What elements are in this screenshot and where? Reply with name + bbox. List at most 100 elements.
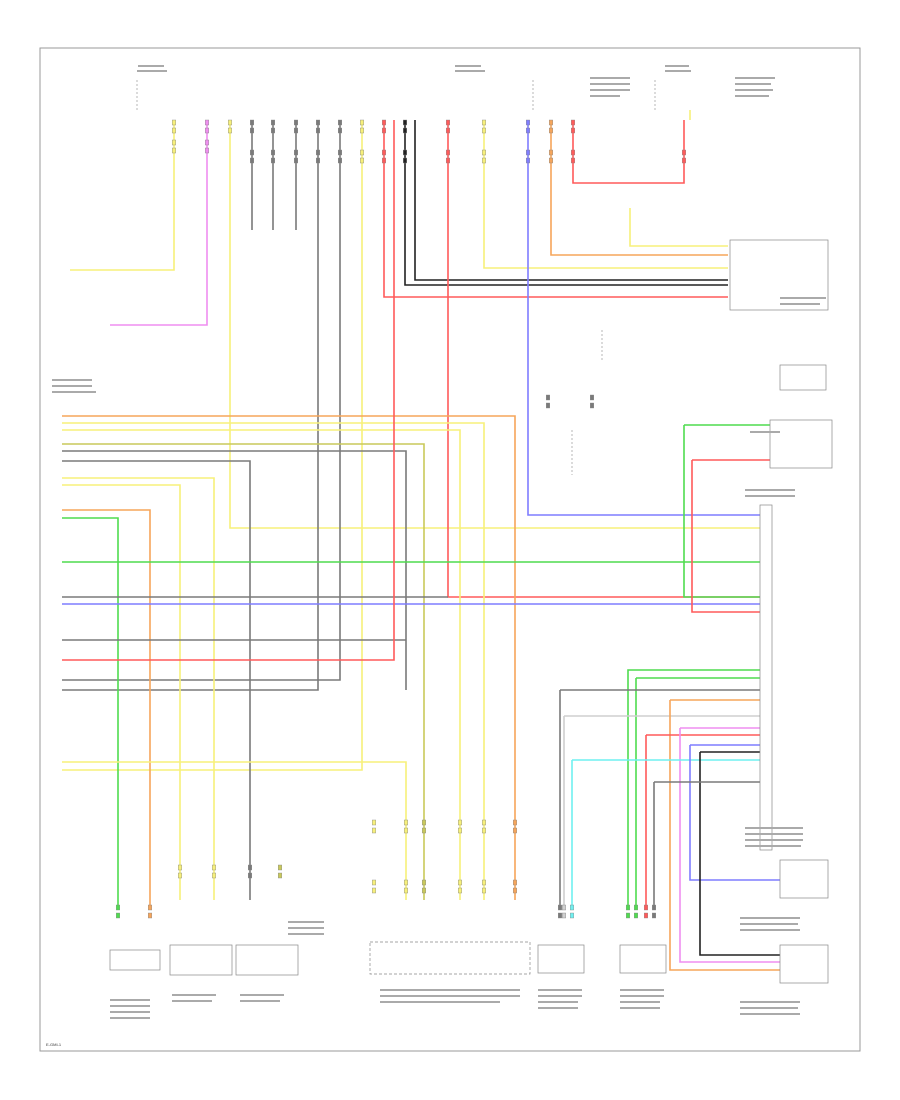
connector-bottom-4: [247, 864, 252, 879]
wire-pink-left-feed: [110, 120, 208, 326]
connector-bottom-0: [115, 904, 120, 919]
connector-top-gray-3: [294, 119, 299, 134]
wire-red-top-loop: [572, 120, 685, 184]
connector-top-blue: [526, 119, 531, 134]
wire-yellow-h-1: [62, 422, 485, 900]
wire-red-mid: [62, 120, 395, 661]
connector-mid-16: [571, 149, 576, 164]
connector-group: [115, 119, 687, 919]
passenger-switch-box: [729, 239, 829, 311]
connector-bottom-5: [278, 864, 283, 879]
connector-mid-2: [171, 139, 176, 154]
connector-mid-9: [360, 149, 365, 164]
connector-bottom-8: [422, 819, 427, 834]
connector-mid-3: [204, 139, 209, 154]
wire-yellow-h-3: [62, 477, 215, 900]
connector-bottom-9: [458, 819, 463, 834]
wire-gray-long-2: [62, 120, 341, 681]
wire-yellow-lower: [62, 761, 407, 900]
seat-track-sensor-box: [779, 364, 827, 391]
connector-mid-12: [446, 149, 451, 164]
wire-yellow-fuse-right: [629, 208, 728, 247]
left-rear-sensor-box: [537, 944, 585, 974]
connector-bottom-12: [372, 879, 377, 894]
connector-bottom-6: [372, 819, 377, 834]
component-boxes: [109, 80, 833, 984]
wire-yellow-long: [229, 120, 760, 529]
wire-orange-h-2: [62, 509, 151, 905]
wire-blue-lower-v: [689, 745, 780, 881]
connector-mid-8: [338, 149, 343, 164]
wire-orange-lower-v: [669, 700, 780, 971]
right-front-sensor-box: [779, 859, 829, 899]
connector-bottom-7: [404, 819, 409, 834]
main-control-unit-connector: [759, 504, 773, 851]
wire-green-lower-1: [627, 669, 760, 905]
connector-bottom-19: [562, 904, 567, 919]
wire-red-right-loop: [691, 460, 760, 613]
connector-top-yellow-3: [360, 119, 365, 134]
connector-top-gray-1: [249, 119, 254, 134]
connector-top-yellow: [171, 119, 176, 134]
passenger-seat-box: [369, 941, 531, 975]
connector-top-black-1: [403, 119, 408, 134]
connector-top-orange: [549, 119, 554, 134]
connector-bottom-17: [513, 879, 518, 894]
left-sensor-box: [109, 949, 161, 971]
connector-mid-4: [249, 149, 254, 164]
connector-top-gray-2: [271, 119, 276, 134]
wire-yellow-left-feed: [70, 120, 175, 271]
diagram-border: [39, 47, 861, 1052]
connector-top-gray-4: [316, 119, 321, 134]
connector-mid-11: [403, 149, 408, 164]
wire-red-long: [447, 120, 760, 598]
wire-blue-long: [527, 120, 760, 516]
wire-yellow-h-2: [62, 429, 461, 900]
buckle-sw-box-2: [235, 944, 299, 976]
wire-black-lower-v: [699, 752, 780, 956]
wire-green-h-left: [62, 517, 119, 905]
connector-bottom-11: [513, 819, 518, 834]
wire-yellow-long-2: [62, 120, 363, 771]
connector-bottom-22: [634, 904, 639, 919]
connector-top-yellow-4: [482, 119, 487, 134]
wire-green-right-loop: [683, 425, 760, 598]
connector-bottom-1: [147, 904, 152, 919]
connector-mid-5: [271, 149, 276, 164]
connector-bottom-2: [177, 864, 182, 879]
connector-mid-10: [382, 149, 387, 164]
connector-mid-1: [590, 394, 595, 409]
left-front-sensor-box: [619, 944, 667, 974]
footer-code: E-GMI-1: [46, 1042, 62, 1047]
connector-bottom-15: [458, 879, 463, 894]
wire-group: [62, 110, 780, 971]
wire-gray-h-1: [62, 450, 407, 690]
connector-bottom-24: [652, 904, 657, 919]
buckle-sw-box-1: [169, 944, 233, 976]
connector-top-pink: [204, 119, 209, 134]
antenna-box: [769, 419, 833, 469]
connector-top-yellow-2: [227, 119, 232, 134]
connector-bottom-14: [422, 879, 427, 894]
wire-yellow-h-4: [62, 484, 181, 900]
connector-mid-17: [682, 149, 687, 164]
wire-olive-h: [62, 443, 425, 900]
wire-gray-h-2: [62, 460, 251, 900]
connector-top-gray-5: [338, 119, 343, 134]
connector-mid-0: [546, 394, 551, 409]
connector-bottom-3: [211, 864, 216, 879]
wire-black-2: [414, 120, 728, 281]
connector-bottom-16: [482, 879, 487, 894]
connector-bottom-23: [644, 904, 649, 919]
connector-top-red-1: [382, 119, 387, 134]
connector-mid-15: [549, 149, 554, 164]
connector-mid-14: [526, 149, 531, 164]
wire-black-1: [404, 120, 728, 286]
connector-mid-13: [482, 149, 487, 164]
connector-mid-6: [294, 149, 299, 164]
wire-red-to-passenger-sw: [383, 120, 728, 298]
connector-bottom-13: [404, 879, 409, 894]
wire-orange-top: [550, 120, 728, 256]
